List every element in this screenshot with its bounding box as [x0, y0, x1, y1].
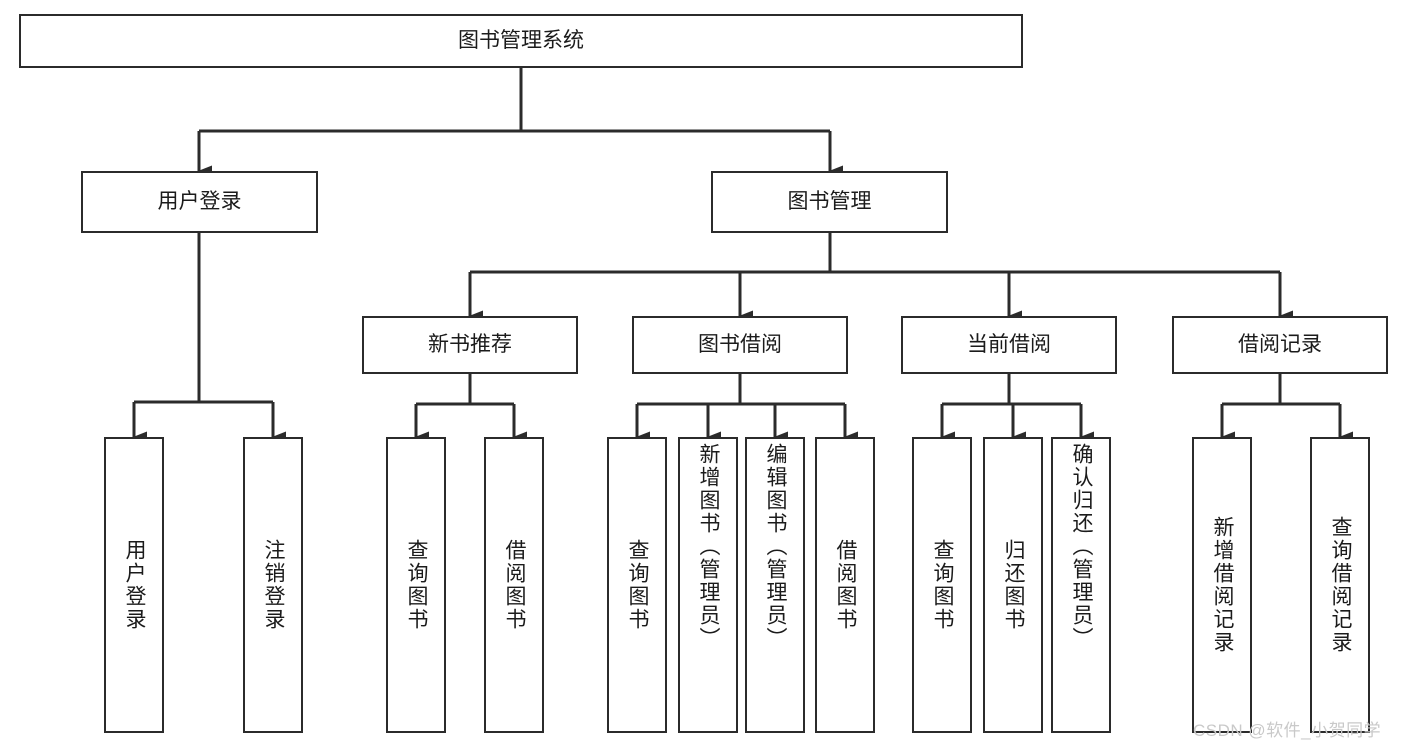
node-root-label: 图书管理系统 — [458, 28, 584, 52]
node-leaf-query-book-borrow-label: 查询图书 — [626, 539, 650, 631]
node-book-borrow-label: 图书借阅 — [698, 332, 782, 356]
node-user-login[interactable]: 用户登录 — [81, 171, 318, 233]
node-leaf-query-book-recommend[interactable]: 查询图书 — [386, 437, 446, 733]
node-leaf-borrow-book-recommend-label: 借阅图书 — [503, 539, 527, 631]
node-leaf-edit-book-label: 编辑图书（管理员） — [764, 443, 788, 650]
node-leaf-query-book-current-label: 查询图书 — [931, 539, 955, 631]
node-new-book-recommend[interactable]: 新书推荐 — [362, 316, 578, 374]
node-leaf-confirm-return-label: 确认归还（管理员） — [1070, 443, 1094, 650]
node-leaf-logout-label: 注销登录 — [262, 539, 286, 631]
node-leaf-user-login[interactable]: 用户登录 — [104, 437, 164, 733]
node-leaf-user-login-label: 用户登录 — [123, 539, 147, 631]
node-user-login-label: 用户登录 — [157, 189, 242, 213]
node-leaf-add-borrow-record-label: 新增借阅记录 — [1211, 516, 1235, 654]
csdn-watermark: CSDN @软件_小贺同学 — [1193, 721, 1382, 740]
node-leaf-query-book-borrow[interactable]: 查询图书 — [607, 437, 667, 733]
node-leaf-query-book-current[interactable]: 查询图书 — [912, 437, 972, 733]
node-leaf-add-book[interactable]: 新增图书（管理员） — [678, 437, 738, 733]
node-leaf-borrow-book-recommend[interactable]: 借阅图书 — [484, 437, 544, 733]
node-leaf-confirm-return[interactable]: 确认归还（管理员） — [1051, 437, 1111, 733]
node-leaf-return-book-label: 归还图书 — [1002, 539, 1026, 631]
node-leaf-borrow-book[interactable]: 借阅图书 — [815, 437, 875, 733]
node-new-book-recommend-label: 新书推荐 — [428, 332, 512, 356]
node-leaf-logout[interactable]: 注销登录 — [243, 437, 303, 733]
node-leaf-borrow-book-label: 借阅图书 — [834, 539, 858, 631]
node-leaf-add-borrow-record[interactable]: 新增借阅记录 — [1192, 437, 1252, 733]
node-current-borrow-label: 当前借阅 — [967, 332, 1051, 356]
node-book-borrow[interactable]: 图书借阅 — [632, 316, 848, 374]
node-root[interactable]: 图书管理系统 — [19, 14, 1023, 68]
node-leaf-query-book-recommend-label: 查询图书 — [405, 539, 429, 631]
node-leaf-return-book[interactable]: 归还图书 — [983, 437, 1043, 733]
node-book-management-label: 图书管理 — [787, 189, 872, 213]
node-leaf-query-borrow-record[interactable]: 查询借阅记录 — [1310, 437, 1370, 733]
node-leaf-query-borrow-record-label: 查询借阅记录 — [1329, 516, 1353, 654]
node-leaf-add-book-label: 新增图书（管理员） — [697, 443, 721, 650]
node-borrow-record[interactable]: 借阅记录 — [1172, 316, 1388, 374]
node-leaf-edit-book[interactable]: 编辑图书（管理员） — [745, 437, 805, 733]
node-current-borrow[interactable]: 当前借阅 — [901, 316, 1117, 374]
node-borrow-record-label: 借阅记录 — [1238, 332, 1322, 356]
node-book-management[interactable]: 图书管理 — [711, 171, 948, 233]
